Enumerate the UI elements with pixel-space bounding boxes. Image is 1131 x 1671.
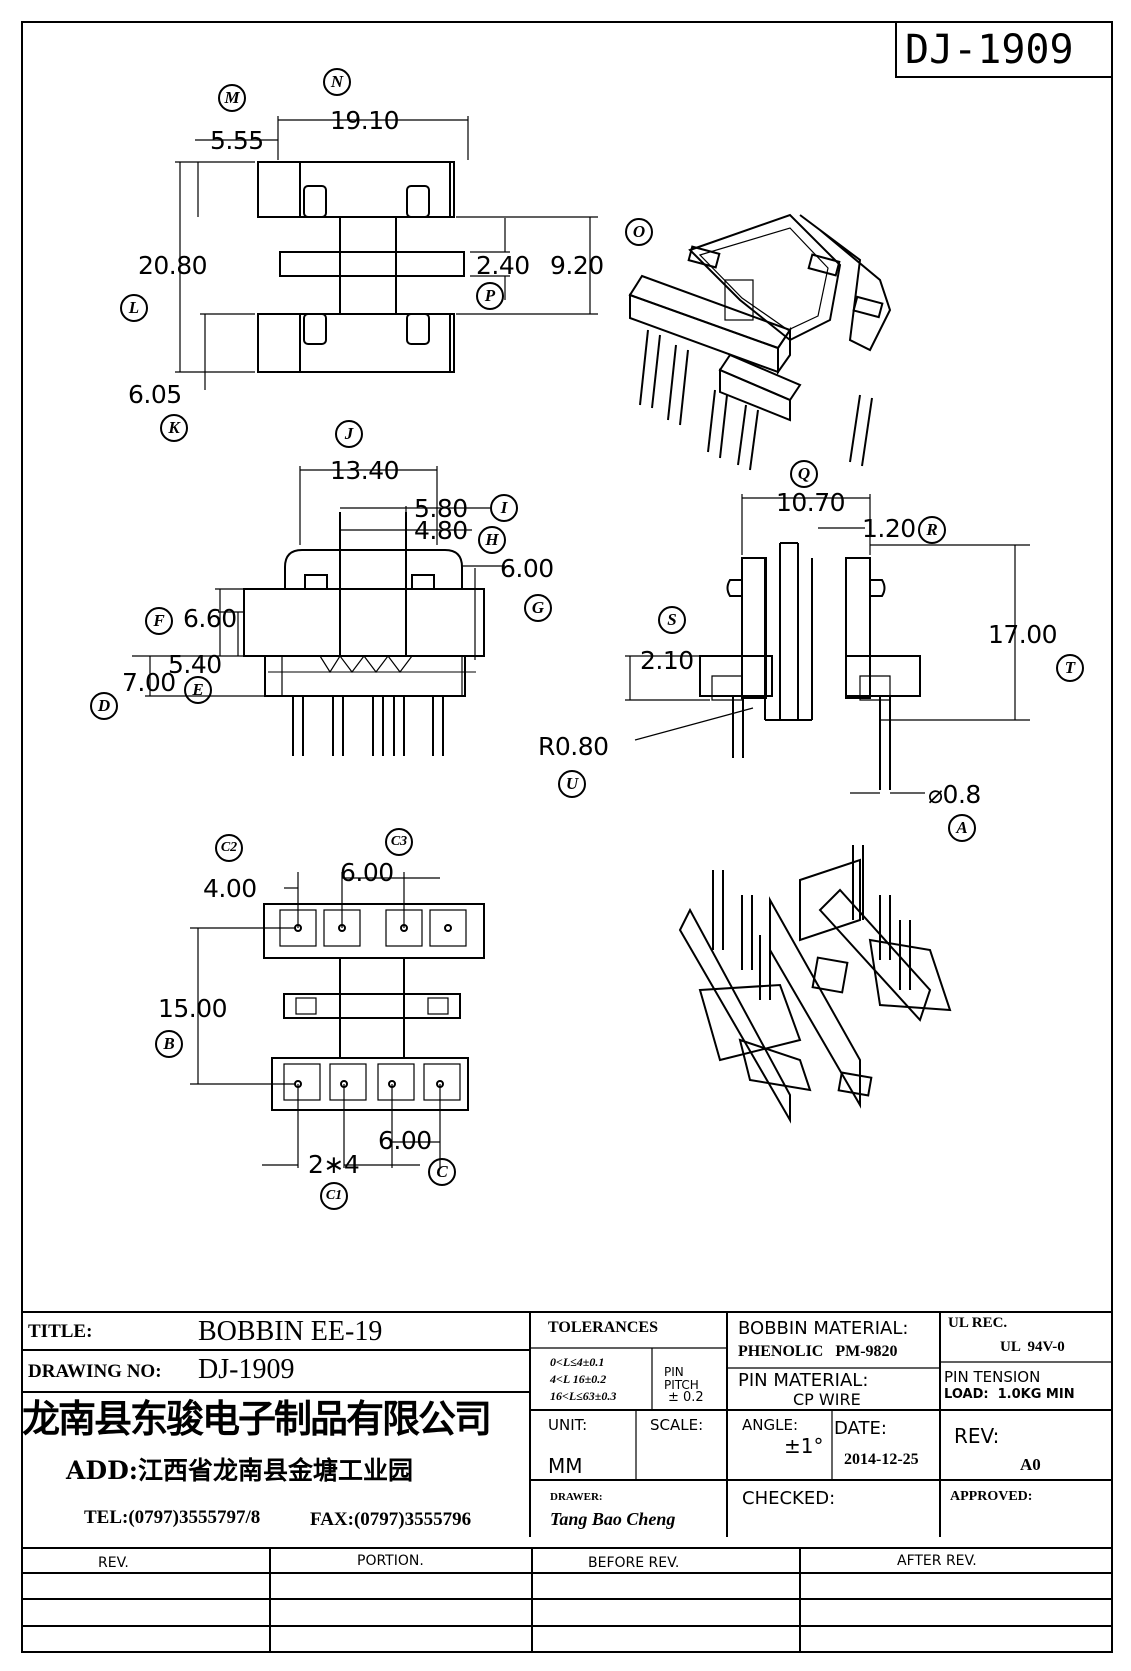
date-label: DATE: [834,1418,887,1439]
date-value: 2014-12-25 [844,1451,919,1468]
dim-5-40: 5.40 [168,650,222,679]
rev-label: REV: [954,1424,1000,1448]
ul-rec-value: UL 94V-0 [1000,1339,1065,1355]
top-view [175,116,598,390]
marker-A: A [948,814,976,842]
angle-label: ANGLE: [742,1416,798,1434]
dim-10-70: 10.70 [776,488,846,517]
after-rev-col-header: AFTER REV. [897,1553,977,1569]
marker-C: C [428,1158,456,1186]
pin-material-value: CP WIRE [793,1390,861,1409]
dim-4-00: 4.00 [203,874,257,903]
marker-M: M [218,84,246,112]
sheet-border [21,21,1113,1653]
marker-P: P [476,282,504,310]
dim-1-20: 1.20 [862,514,916,543]
iso-view-upper [628,213,892,471]
pin-material-label: PIN MATERIAL: [738,1370,869,1391]
dim-4-80: 4.80 [414,516,468,545]
unit-value: MM [548,1454,583,1478]
tol-line-2: 4<L 16±0.2 [550,1372,607,1386]
drawing-id-box [895,21,1113,78]
marker-B: B [155,1030,183,1058]
dim-15-00: 15.00 [158,994,228,1023]
drawing-no-value: DJ-1909 [198,1354,295,1385]
company-address: ADD:江西省龙南县金塘工业园 [66,1456,413,1485]
bobbin-material-label: BOBBIN MATERIAL: [738,1318,909,1339]
pin-pitch-label: PIN PITCH [664,1365,699,1392]
marker-F: F [145,607,173,635]
marker-C1: C1 [320,1182,348,1210]
rev-col-header: REV. [98,1555,129,1571]
dim-r0-80: R0.80 [538,732,609,761]
marker-G: G [524,594,552,622]
ul-rec-label: UL REC. [948,1315,1008,1331]
pin-tension-value: LOAD: 1.0KG MIN [944,1387,1075,1402]
marker-L: L [120,294,148,322]
title-label: TITLE: [28,1321,93,1342]
drawer-value: Tang Bao Cheng [550,1509,676,1529]
tolerances-label: TOLERANCES [548,1319,658,1336]
dim-6-00-bottom: 6.00 [378,1126,432,1155]
marker-R: R [918,516,946,544]
marker-I: I [490,494,518,522]
rev-value: A0 [1020,1455,1041,1474]
marker-T: T [1056,654,1084,682]
company-fax: FAX:(0797)3555796 [310,1509,472,1530]
drawing-id: DJ-1909 [905,27,1074,73]
side-view [625,494,1030,794]
dim-19-10: 19.10 [330,106,400,135]
drawing-no-label: DRAWING NO: [28,1361,162,1382]
dim-7-00: 7.00 [122,668,176,697]
drawer-label: DRAWER: [550,1491,603,1503]
dim-17-00: 17.00 [988,620,1058,649]
marker-K: K [160,414,188,442]
angle-value: ±1° [784,1434,824,1458]
iso-view-lower [678,845,952,1124]
dim-9-20: 9.20 [550,251,604,280]
marker-D: D [90,692,118,720]
front-view [132,466,505,756]
tol-line-3: 16<L≤63±0.3 [550,1389,617,1403]
scale-label: SCALE: [650,1416,704,1434]
approved-label: APPROVED: [950,1489,1033,1504]
checked-label: CHECKED: [742,1488,836,1509]
title-value: BOBBIN EE-19 [198,1316,383,1347]
tol-line-1: 0<L≤4±0.1 [550,1355,605,1369]
dim-6-60: 6.60 [183,604,237,633]
marker-H: H [478,526,506,554]
dim-6-00-top: 6.00 [340,858,394,887]
marker-J: J [335,420,363,448]
marker-Q: Q [790,460,818,488]
before-rev-col-header: BEFORE REV. [588,1555,680,1571]
unit-label: UNIT: [548,1416,588,1434]
title-block-grid [22,1311,1112,1652]
dim-5-80: 5.80 [414,494,468,523]
dim-2-40: 2.40 [476,251,530,280]
dim-2-10: 2.10 [640,646,694,675]
bottom-view [190,872,485,1168]
company-tel: TEL:(0797)3555797/8 [84,1507,261,1528]
dim-6-00-front: 6.00 [500,554,554,583]
marker-O: O [625,218,653,246]
dim-dia-0-8: ⌀0.8 [928,780,981,809]
marker-C2: C2 [215,834,243,862]
marker-N: N [323,68,351,96]
marker-U: U [558,770,586,798]
dim-2x4: 2∗4 [308,1150,360,1179]
dim-5-55: 5.55 [210,126,264,155]
portion-col-header: PORTION. [357,1553,424,1569]
company-name: 龙南县东骏电子制品有限公司 [22,1396,492,1441]
dim-20-80: 20.80 [138,251,208,280]
marker-E: E [184,676,212,704]
pin-tension-label: PIN TENSION [944,1368,1041,1386]
dim-13-40: 13.40 [330,456,400,485]
bobbin-material-value: PHENOLIC PM-9820 [738,1343,898,1360]
marker-C3: C3 [385,828,413,856]
marker-S: S [658,606,686,634]
pin-pitch-value: ± 0.2 [668,1390,704,1405]
dim-6-05: 6.05 [128,380,182,409]
